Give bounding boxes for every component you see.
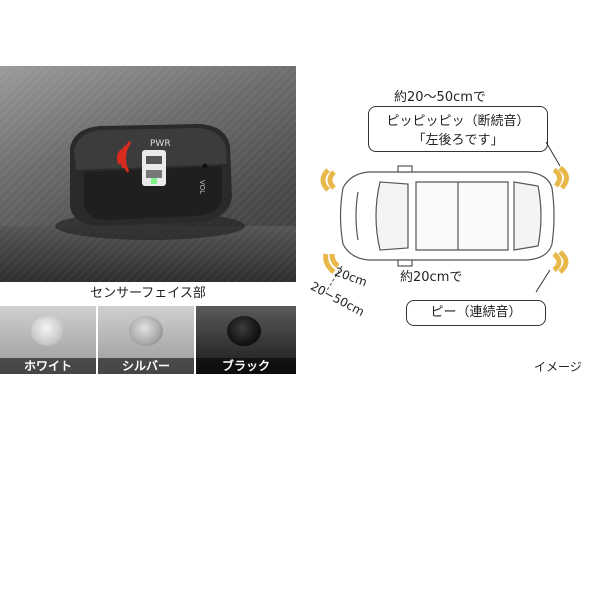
- car-diagram: [320, 141, 569, 293]
- sensor-zone-rear-right-lower: [552, 250, 569, 274]
- sensor-zone-front-left: [320, 168, 336, 192]
- sensor-zone-rear-left: [323, 253, 340, 274]
- color-swatch-white: ホワイト: [0, 306, 96, 374]
- swatch-label: シルバー: [98, 358, 194, 374]
- near-sound-callout: ピー（連続音）: [406, 300, 546, 326]
- sensor-unit-device: PWR VOL: [55, 124, 245, 240]
- sensor-unit-photo: PWR VOL: [0, 66, 296, 282]
- far-sound-line2: 「左後ろです」: [412, 133, 504, 148]
- warning-wave-icon: [116, 141, 132, 173]
- car-top-view: [339, 165, 555, 267]
- color-swatch-silver: シルバー: [98, 306, 194, 374]
- parking-sensor-diagram: 約20〜50cmで ピッピッピッ（断続音） 「左後ろです」: [298, 66, 589, 376]
- sensor-zone-rear-right: [552, 165, 569, 190]
- pwr-label: PWR: [150, 139, 171, 149]
- far-sound-line1: ピッピッピッ（断続音）: [386, 114, 530, 129]
- swatch-label: ホワイト: [0, 358, 96, 374]
- swatch-label: ブラック: [196, 358, 296, 374]
- vol-label: VOL: [198, 180, 206, 194]
- color-swatch-black: ブラック: [196, 306, 296, 374]
- volume-knob: [202, 163, 208, 169]
- far-sound-callout: ピッピッピッ（断続音） 「左後ろです」: [368, 106, 548, 152]
- image-note: イメージ: [534, 360, 582, 374]
- sensor-face-caption: センサーフェイス部: [0, 282, 296, 306]
- far-distance-text: 約20〜50cmで: [394, 90, 486, 105]
- near-distance-text: 約20cmで: [400, 270, 463, 285]
- near-sound-text: ピー（連続音）: [430, 305, 522, 320]
